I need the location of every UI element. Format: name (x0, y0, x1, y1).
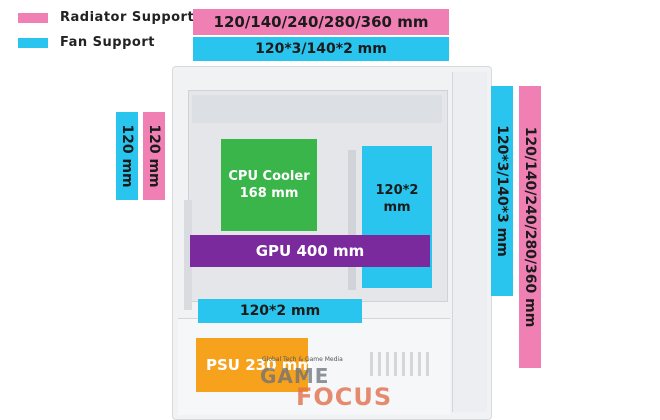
shroud-vent (410, 352, 413, 376)
front-fan-label: 120*3/140*3 mm (494, 125, 510, 257)
pcie-slot-covers (184, 200, 192, 310)
top-fan-mount (192, 95, 442, 123)
shroud-vent (386, 352, 389, 376)
cable-cutouts (348, 150, 356, 290)
front-radiator-label: 120/140/240/280/360 mm (522, 126, 538, 328)
front-inner-fan-label: 120*2 (375, 183, 419, 198)
legend-fan: Fan Support (18, 35, 155, 50)
cpu-cooler-size: 168 mm (239, 186, 299, 201)
cpu-cooler-box: CPU Cooler 168 mm (221, 139, 317, 231)
front-inner-fan-unit: mm (383, 200, 411, 215)
shroud-vent (394, 352, 397, 376)
rear-fan-label: 120 mm (119, 124, 135, 188)
front-radiator-bar: 120/140/240/280/360 mm (519, 86, 541, 368)
watermark-game: GAME (260, 364, 330, 388)
gpu-bar: GPU 400 mm (190, 235, 430, 267)
legend-fan-swatch (18, 37, 48, 48)
shroud-vent (378, 352, 381, 376)
top-radiator-bar: 120/140/240/280/360 mm (193, 9, 449, 35)
cpu-cooler-label: CPU Cooler (228, 169, 310, 184)
psu-box: PSU 230 mm (196, 338, 313, 392)
rear-radiator-label: 120 mm (146, 124, 162, 188)
legend-fan-label: Fan Support (60, 35, 155, 50)
shroud-vent (426, 352, 429, 376)
rear-fan-bar: 120 mm (116, 112, 138, 200)
rear-radiator-bar: 120 mm (143, 112, 165, 200)
front-fan-bar: 120*3/140*3 mm (491, 86, 513, 296)
shroud-vent (370, 352, 373, 376)
front-panel (452, 72, 487, 412)
shroud-vent (402, 352, 405, 376)
top-fan-bar: 120*3/140*2 mm (193, 37, 449, 61)
watermark-focus: FOCUS (296, 383, 393, 411)
watermark-tagline: Global Tech & Game Media (262, 356, 343, 363)
legend-radiator-label: Radiator Support (60, 10, 195, 25)
legend-radiator-swatch (18, 12, 48, 23)
shroud-vent (418, 352, 421, 376)
bottom-fan-bar: 120*2 mm (198, 299, 362, 323)
legend-radiator: Radiator Support (18, 10, 194, 25)
